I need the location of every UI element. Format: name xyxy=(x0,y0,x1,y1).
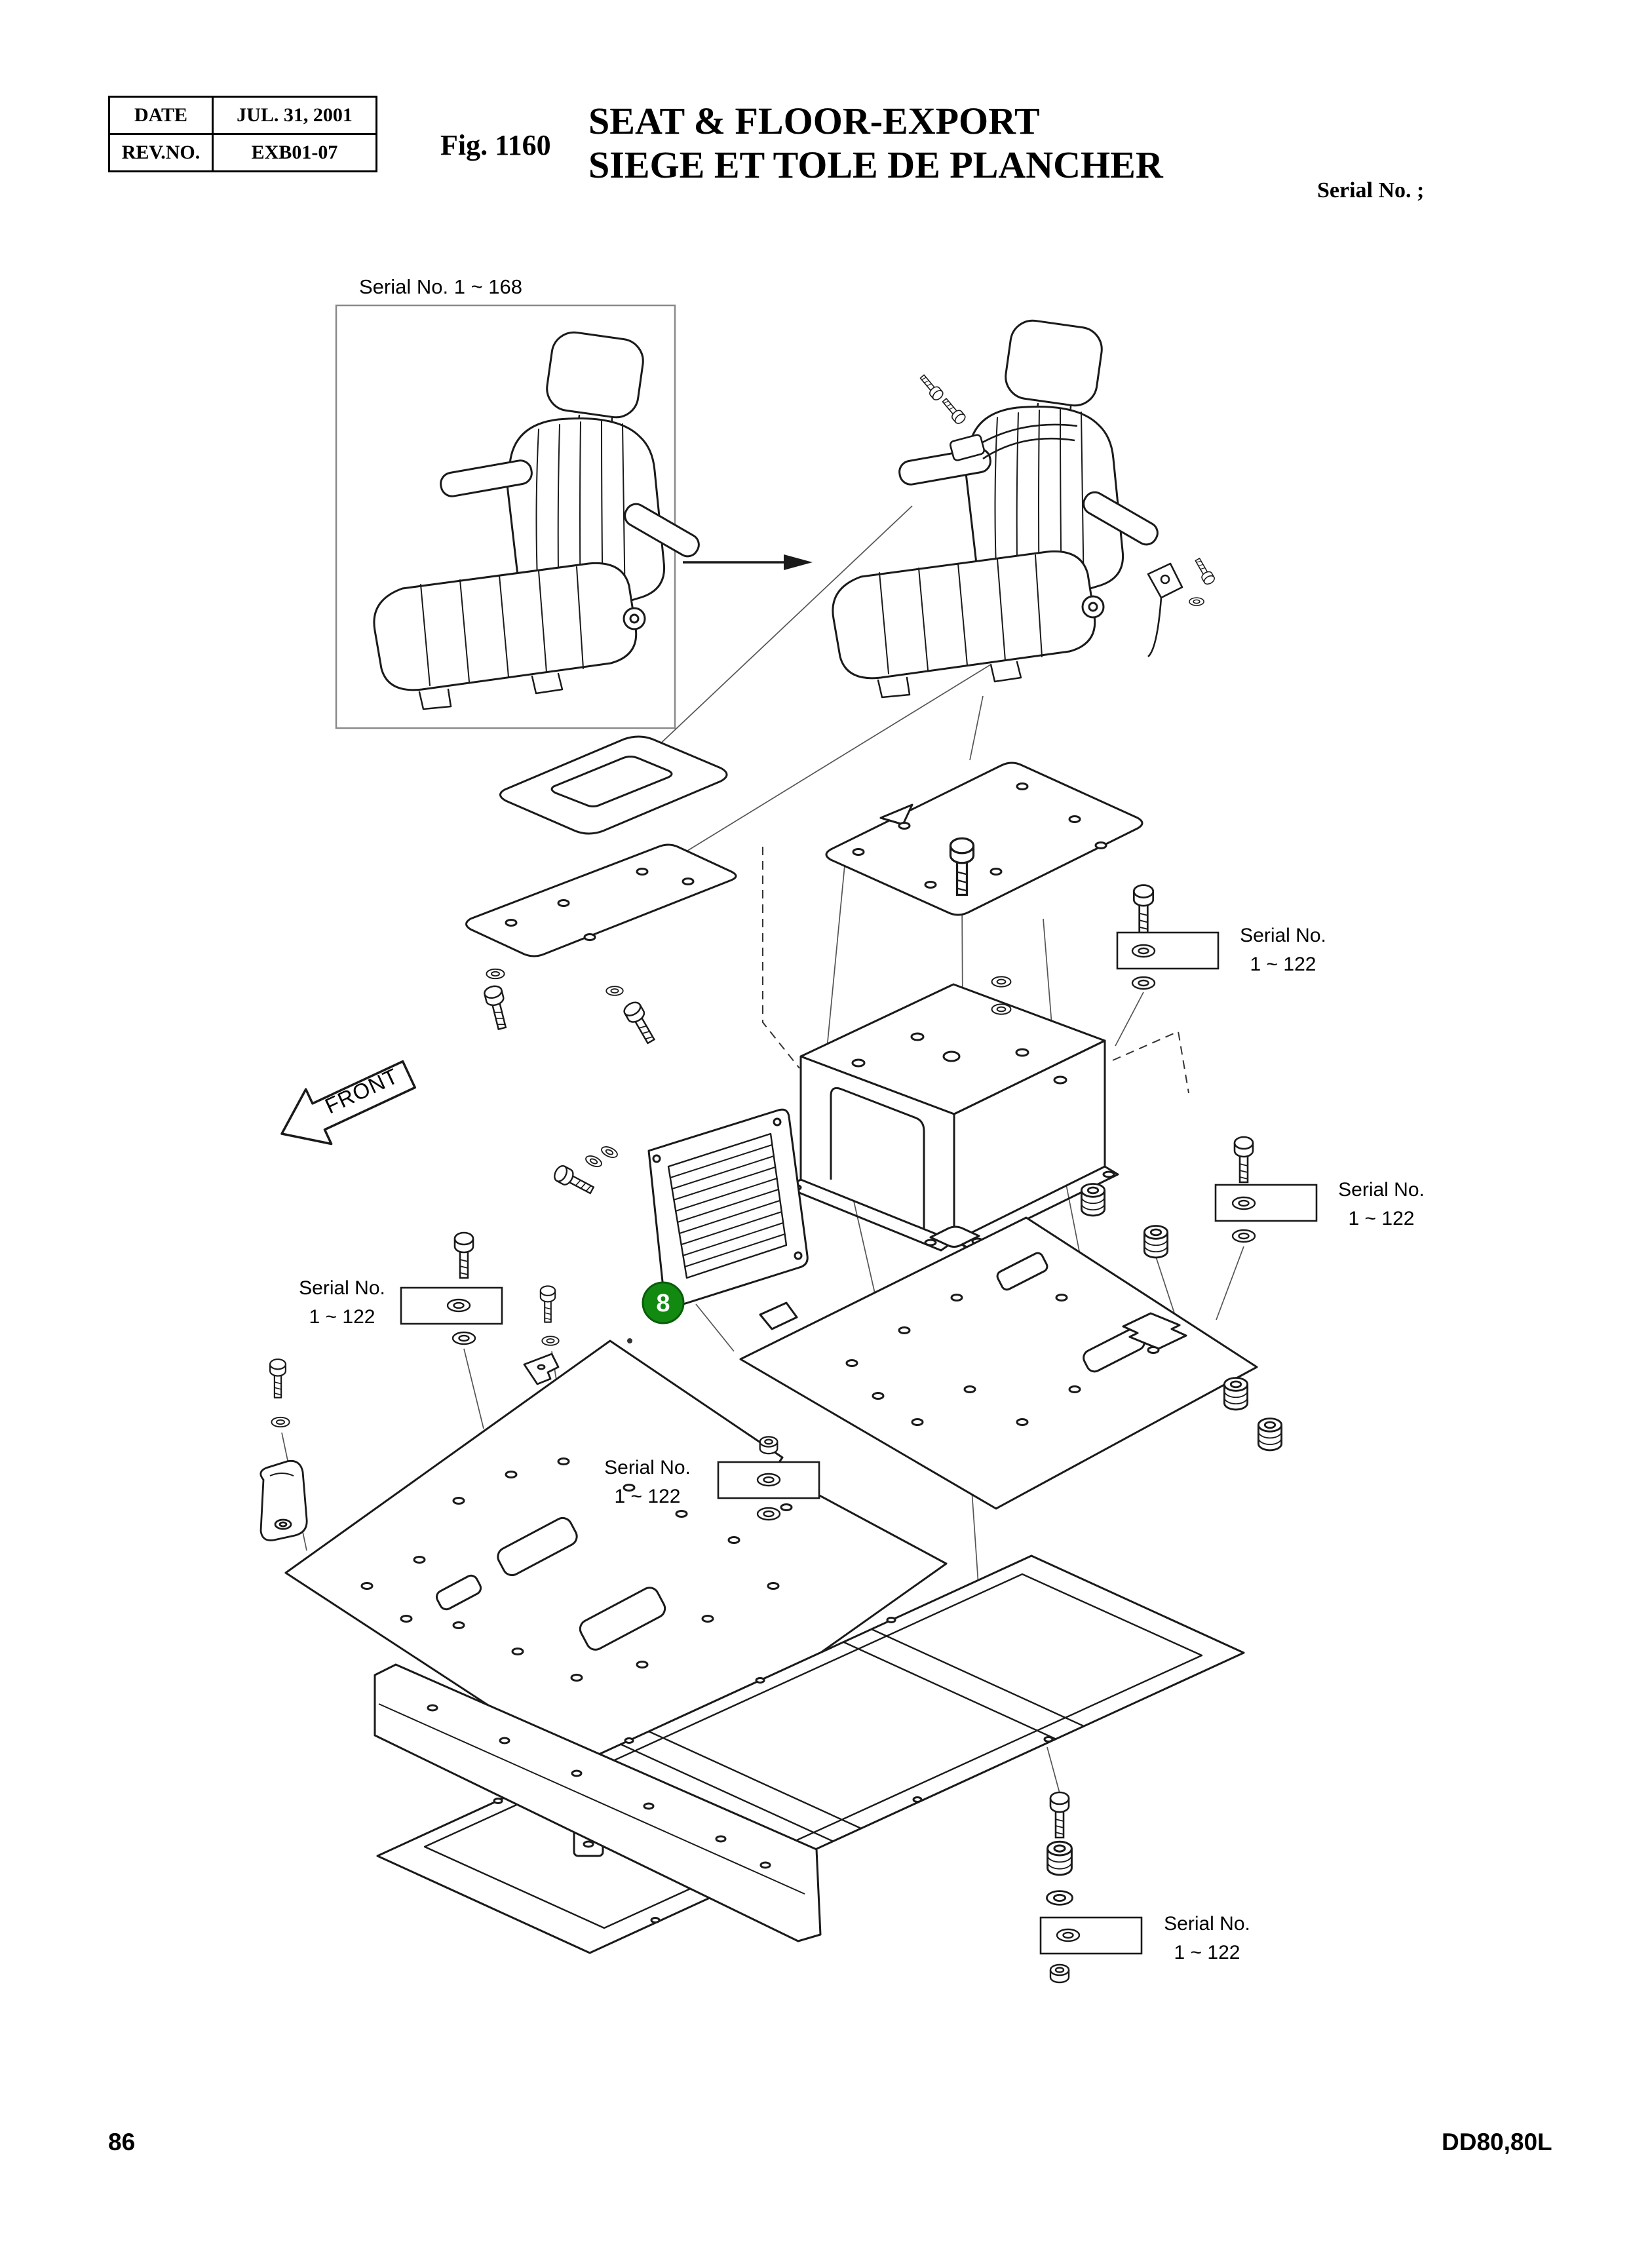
pedestal-washer-1 xyxy=(991,976,1012,988)
grille-fasteners xyxy=(551,1144,620,1199)
main-seat xyxy=(832,317,1217,699)
callout-label-bottom: Serial No. 1 ~ 122 xyxy=(1164,1913,1250,1963)
item-8-badge: 8 xyxy=(642,1281,685,1324)
date-value-cell: JUL. 31, 2001 xyxy=(212,96,377,135)
front-arrow xyxy=(280,1060,416,1146)
seat-mount-plate xyxy=(465,843,737,957)
floor-plate-right xyxy=(739,1216,1258,1510)
model-code: DD80,80L xyxy=(1442,2129,1552,2155)
dot-mark xyxy=(627,1338,632,1343)
revision-table: DATE JUL. 31, 2001 REV.NO. EXB01-07 xyxy=(108,96,377,172)
seat-top-plate xyxy=(825,762,1143,916)
figure-title-en: SEAT & FLOOR-EXPORT xyxy=(588,100,1040,142)
date-label-cell: DATE xyxy=(108,96,214,135)
vent-grille xyxy=(647,1108,809,1309)
callout-label-mid-right: Serial No. 1 ~ 122 xyxy=(1338,1179,1425,1229)
front-sill-plate xyxy=(374,1663,822,1942)
figure-title: SEAT & FLOOR-EXPORT SIEGE ET TOLE DE PLA… xyxy=(588,100,1309,187)
figure-title-fr: SIEGE ET TOLE DE PLANCHER xyxy=(588,143,1163,186)
callout-bottom-parts xyxy=(1039,1791,1143,1984)
transfer-arrow xyxy=(683,554,813,570)
serial-note: Serial No. ; xyxy=(1317,178,1425,203)
inset-serial-label: Serial No. 1 ~ 168 xyxy=(359,275,523,298)
inset-box xyxy=(335,304,676,729)
callout-mid-right-parts xyxy=(1214,1136,1318,1243)
callout-label-upper-right: Serial No. 1 ~ 122 xyxy=(1240,925,1326,975)
callout-label-center: Serial No. 1 ~ 122 xyxy=(604,1457,691,1507)
page-number: 86 xyxy=(108,2129,136,2155)
callout-left-parts xyxy=(400,1231,503,1345)
callout-label-left: Serial No. 1 ~ 122 xyxy=(299,1277,385,1328)
fold-marks xyxy=(762,847,1189,1094)
item-8-badge-number: 8 xyxy=(656,1290,670,1317)
pedestal-box xyxy=(785,983,1119,1252)
item-8-badge-circle xyxy=(642,1281,685,1324)
armrest-pad xyxy=(499,735,728,835)
inset-seat xyxy=(373,328,704,710)
callout-center-parts xyxy=(717,1436,820,1521)
figure-number: Fig. 1160 xyxy=(440,129,551,161)
mount-plate-fasteners xyxy=(482,968,660,1047)
revno-label-cell: REV.NO. xyxy=(108,133,214,172)
left-small-parts xyxy=(259,1285,560,1541)
pedestal-washer-2 xyxy=(991,1003,1012,1015)
callout-upper-right-parts xyxy=(1116,884,1220,990)
callout-box-mid-right xyxy=(1214,1184,1318,1222)
callout-box-bottom xyxy=(1039,1916,1143,1955)
revno-value-cell: EXB01-07 xyxy=(212,133,377,172)
